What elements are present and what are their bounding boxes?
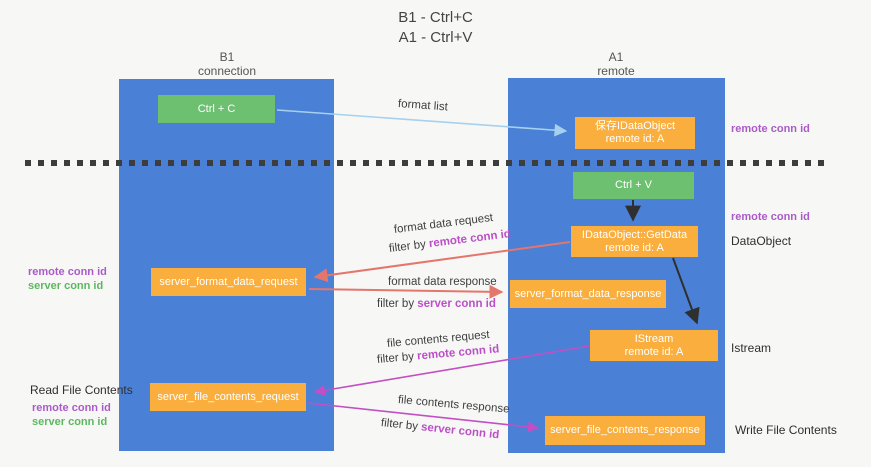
flow-label-filter-server-2: filter by server conn id xyxy=(380,417,499,441)
label-write-file-contents: Write File Contents xyxy=(735,423,837,437)
node-getdata-line1: IDataObject::GetData xyxy=(581,228,688,241)
node-ctrl-v-label: Ctrl + V xyxy=(615,179,652,191)
flow-label-format-list: format list xyxy=(397,98,449,114)
node-save-idataobject-line1: 保存IDataObject xyxy=(594,120,676,132)
node-istream-line1: IStream xyxy=(634,332,674,345)
node-ctrl-c-label: Ctrl + C xyxy=(197,102,236,115)
lane-a1-subtitle: remote xyxy=(597,64,635,78)
node-format-request-label: server_format_data_request xyxy=(159,275,298,288)
node-istream-line2: remote id: A xyxy=(624,345,684,358)
node-server-file-contents-response: server_file_contents_response xyxy=(545,416,705,445)
filter-by-text: filter by xyxy=(377,298,418,310)
node-format-response-label: server_format_data_response xyxy=(514,287,662,300)
server-conn-id-highlight: server conn id xyxy=(417,298,496,310)
node-save-idataobject-line2: remote id: A xyxy=(605,133,665,145)
dashed-separator xyxy=(25,160,831,166)
filter-by-text: filter by xyxy=(376,350,418,366)
server-conn-id-highlight: server conn id xyxy=(420,421,500,442)
lane-b1-title: B1 xyxy=(219,50,235,64)
remote-conn-id-highlight: remote conn id xyxy=(428,228,512,251)
flow-label-format-data-response: format data response xyxy=(388,276,497,288)
diagram-title: B1 - Ctrl+C A1 - Ctrl+V xyxy=(0,8,871,48)
lane-header-a1: A1 remote xyxy=(566,50,666,78)
node-server-format-data-request: server_format_data_request xyxy=(151,268,306,296)
node-ctrl-v: Ctrl + V xyxy=(573,172,694,199)
node-server-format-data-response: server_format_data_response xyxy=(510,280,666,308)
node-file-request-label: server_file_contents_request xyxy=(157,390,299,403)
label-read-file-contents: Read File Contents xyxy=(30,383,133,397)
label-dataobject: DataObject xyxy=(731,234,792,248)
filter-by-text: filter by xyxy=(388,238,430,255)
node-file-response-label: server_file_contents_response xyxy=(550,424,700,436)
label-remote-conn-id-left-2: remote conn id xyxy=(32,402,111,414)
label-remote-conn-id-left-1: remote conn id xyxy=(28,266,107,278)
node-save-idataobject: 保存IDataObject remote id: A xyxy=(575,117,695,149)
flow-label-filter-server-1: filter by server conn id xyxy=(377,298,496,310)
lane-header-b1: B1 connection xyxy=(177,50,277,78)
title-line-1: B1 - Ctrl+C xyxy=(398,9,473,26)
label-server-conn-id-left-1: server conn id xyxy=(28,280,104,292)
arrow-format-data-response xyxy=(308,284,504,299)
label-server-conn-id-left-2: server conn id xyxy=(32,416,108,428)
node-istream: IStream remote id: A xyxy=(590,330,718,361)
lane-b1-subtitle: connection xyxy=(197,64,257,78)
title-line-2: A1 - Ctrl+V xyxy=(398,29,473,46)
node-getdata-line2: remote id: A xyxy=(605,241,664,254)
label-remote-conn-id-right: remote conn id xyxy=(731,211,810,223)
filter-by-text: filter by xyxy=(380,417,422,434)
label-istream: Istream xyxy=(731,341,772,355)
node-idataobject-getdata: IDataObject::GetData remote id: A xyxy=(571,226,698,257)
lane-a1-title: A1 xyxy=(608,50,624,64)
node-ctrl-c: Ctrl + C xyxy=(158,95,275,123)
label-remote-conn-id-top-right: remote conn id xyxy=(731,123,810,135)
flow-label-file-contents-response: file contents response xyxy=(397,394,510,416)
node-server-file-contents-request: server_file_contents_request xyxy=(150,383,306,411)
